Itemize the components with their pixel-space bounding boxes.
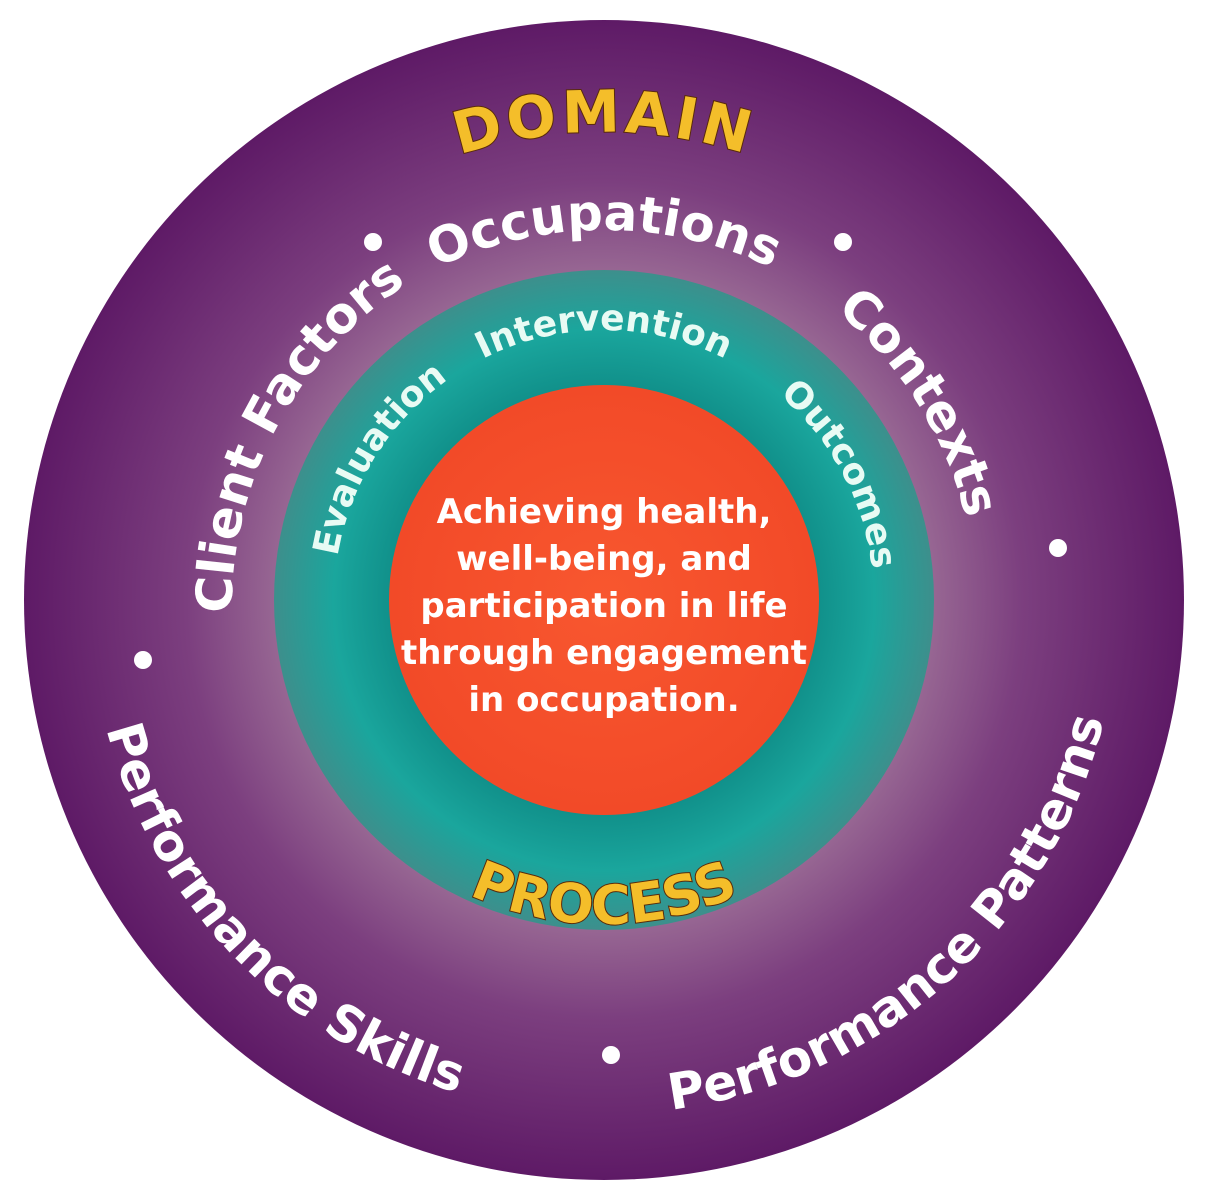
center-circle — [389, 385, 819, 815]
center-line: Achieving health, — [437, 492, 772, 532]
separator-dot — [602, 1046, 620, 1064]
center-line: participation in life — [420, 586, 787, 626]
separator-dot — [834, 233, 852, 251]
center-line: in occupation. — [468, 680, 739, 720]
separator-dot — [364, 233, 382, 251]
separator-dot — [134, 651, 152, 669]
center-statement: Achieving health, well-being, and partic… — [401, 492, 807, 720]
separator-dot — [1049, 539, 1067, 557]
center-line: well-being, and — [456, 539, 752, 579]
center-line: through engagement — [401, 633, 807, 673]
